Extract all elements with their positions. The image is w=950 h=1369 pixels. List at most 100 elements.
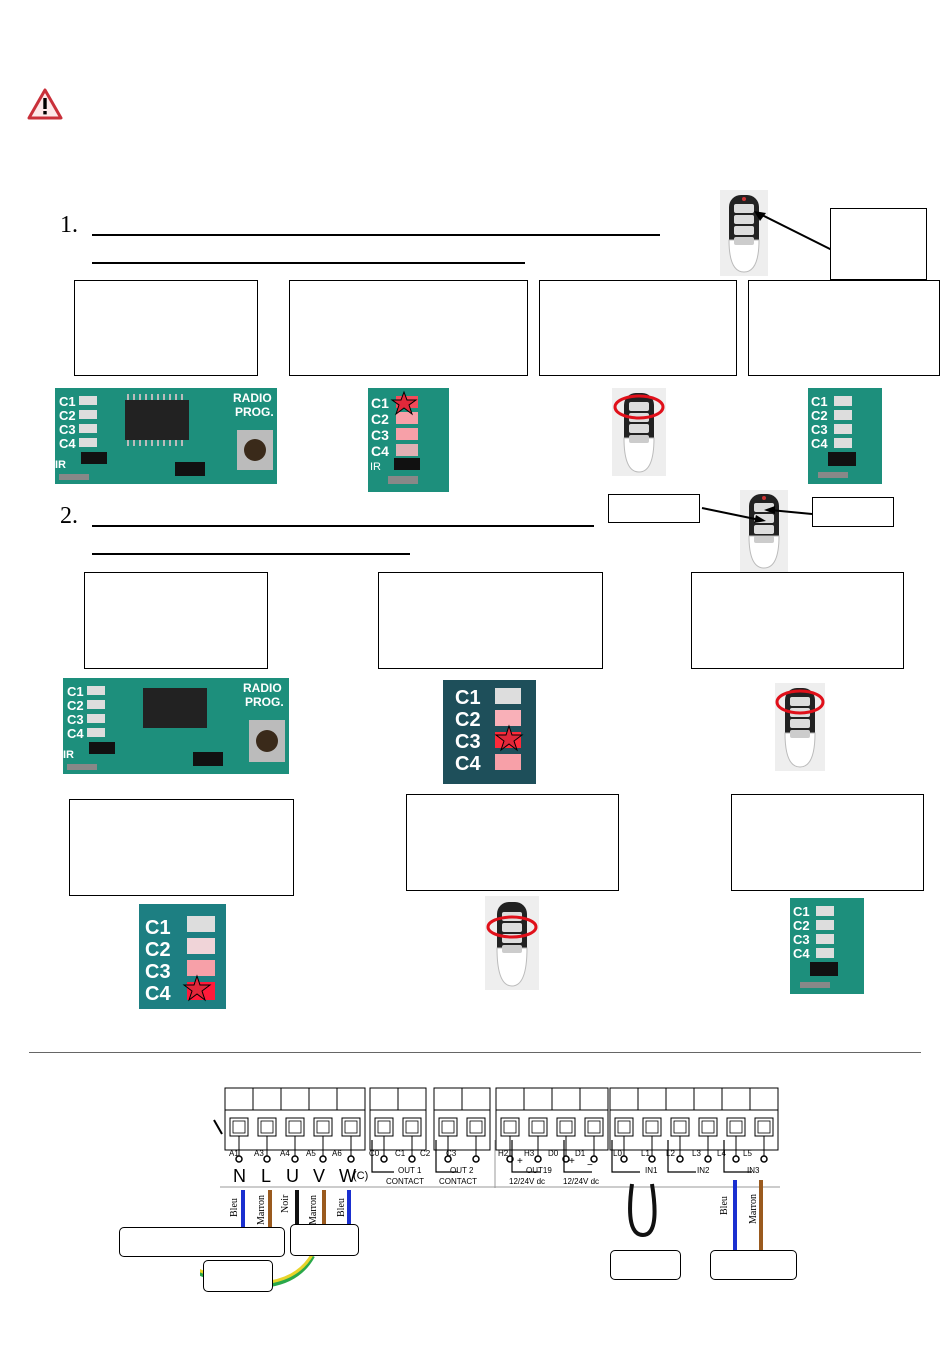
callout-motor xyxy=(290,1224,359,1256)
svg-text:IR: IR xyxy=(63,749,74,761)
terminal-contact xyxy=(534,1155,542,1163)
step-2-text-box-2 xyxy=(378,572,603,669)
terminal-screw-inner xyxy=(729,1120,743,1134)
step-2-remote-middle-button xyxy=(485,896,539,990)
step-2-arrows xyxy=(701,506,813,523)
svg-text:C2: C2 xyxy=(455,709,481,731)
svg-text:PROG.: PROG. xyxy=(245,695,284,709)
svg-text:C3: C3 xyxy=(59,422,76,437)
terminal-bracket xyxy=(611,1140,640,1173)
terminal-contact xyxy=(648,1155,656,1163)
terminal-screw-inner xyxy=(260,1120,274,1134)
terminal-screw-inner xyxy=(288,1120,302,1134)
terminal-screw-inner xyxy=(559,1120,573,1134)
wire-label-noir-u: Noir xyxy=(280,1194,291,1213)
svg-text:C1: C1 xyxy=(145,917,171,939)
terminal-contact xyxy=(319,1155,327,1163)
terminal-screw-inner xyxy=(232,1120,246,1134)
terminal-screw-inner xyxy=(469,1120,483,1134)
step-1-text-box-1 xyxy=(74,280,258,376)
svg-text:C1: C1 xyxy=(455,687,481,709)
wire-label-marron-in3: Marron xyxy=(748,1194,759,1224)
svg-text:RADIO: RADIO xyxy=(243,681,282,695)
svg-text:IR: IR xyxy=(55,459,66,471)
terminal-bracket xyxy=(723,1140,752,1173)
terminal-block-diagram xyxy=(200,1087,780,1289)
terminal-screw-inner xyxy=(617,1120,631,1134)
terminal-contact xyxy=(444,1155,452,1163)
terminal-body-group-5 xyxy=(609,1109,779,1151)
step-2-text-box-5 xyxy=(406,794,619,891)
svg-text:C3: C3 xyxy=(145,961,171,983)
svg-text:C1: C1 xyxy=(371,395,389,411)
svg-text:C1: C1 xyxy=(793,904,810,919)
terminal-contact xyxy=(408,1155,416,1163)
terminal-contact xyxy=(380,1155,388,1163)
step-2-remote-top-button xyxy=(775,683,825,771)
wire-label-bleu-n: Bleu xyxy=(229,1198,240,1217)
wire-in1-bridge xyxy=(628,1183,657,1238)
step-1-arrow xyxy=(754,211,833,251)
terminal-screw-inner xyxy=(503,1120,517,1134)
terminal-header-group-1 xyxy=(224,1087,366,1111)
terminal-screw-inner xyxy=(405,1120,419,1134)
step-2-callout-right xyxy=(812,497,894,527)
terminal-screw-inner xyxy=(645,1120,659,1134)
terminal-bracket xyxy=(435,1140,458,1173)
step-1-pcb-radio-prog: C1 C2 C3 C4 RADIO PROG. IR xyxy=(55,388,277,484)
step-1-text-box-4 xyxy=(748,280,940,376)
terminal-screw-inner xyxy=(757,1120,771,1134)
callout-power-supply xyxy=(119,1227,285,1257)
terminal-screw-inner xyxy=(701,1120,715,1134)
pcb-label-c1: C1 xyxy=(59,394,76,409)
terminal-contact xyxy=(235,1155,243,1163)
svg-text:C4: C4 xyxy=(811,436,828,451)
terminal-contact xyxy=(620,1155,628,1163)
terminal-contact xyxy=(732,1155,740,1163)
svg-text:C4: C4 xyxy=(67,726,84,741)
step-1-remote-image xyxy=(720,190,768,276)
terminal-contact xyxy=(676,1155,684,1163)
step-2-callout-left xyxy=(608,494,700,523)
wire-label-marron-l: Marron xyxy=(256,1195,267,1225)
terminal-screw-inner xyxy=(441,1120,455,1134)
svg-text:PROG.: PROG. xyxy=(235,405,274,419)
terminal-contact xyxy=(472,1155,480,1163)
svg-text:RADIO: RADIO xyxy=(233,391,272,405)
step-2-text-box-1 xyxy=(84,572,268,669)
terminal-screw-inner xyxy=(344,1120,358,1134)
svg-text:C2: C2 xyxy=(371,411,389,427)
step-2-text-box-3 xyxy=(691,572,904,669)
section-divider xyxy=(29,1052,921,1053)
wire-label-bleu-w: Bleu xyxy=(336,1198,347,1217)
terminal-screw-inner xyxy=(673,1120,687,1134)
svg-text:C2: C2 xyxy=(59,408,76,423)
wire-label-bleu-in3: Bleu xyxy=(719,1196,730,1215)
svg-text:C3: C3 xyxy=(811,422,828,437)
step-1-text-box-2 xyxy=(289,280,528,376)
svg-text:C2: C2 xyxy=(67,698,84,713)
terminal-pointer xyxy=(213,1119,223,1135)
svg-text:C4: C4 xyxy=(145,983,171,1005)
callout-in3-sensor xyxy=(710,1250,797,1280)
terminal-bracket xyxy=(667,1140,696,1173)
callout-in1-bridge xyxy=(610,1250,681,1280)
step-2-text-box-6 xyxy=(731,794,924,891)
step-2-title-line-1 xyxy=(92,525,594,527)
terminal-contact xyxy=(291,1155,299,1163)
svg-text:C4: C4 xyxy=(371,443,389,459)
step-2-number: 2. xyxy=(60,503,78,529)
svg-text:C2: C2 xyxy=(811,408,828,423)
step-1-callout-box xyxy=(830,208,927,280)
svg-text:C3: C3 xyxy=(793,932,810,947)
step-1-title-line-2 xyxy=(92,262,525,264)
terminal-bracket xyxy=(563,1140,592,1173)
svg-text:C4: C4 xyxy=(455,753,481,775)
warning-triangle-icon xyxy=(27,88,63,120)
